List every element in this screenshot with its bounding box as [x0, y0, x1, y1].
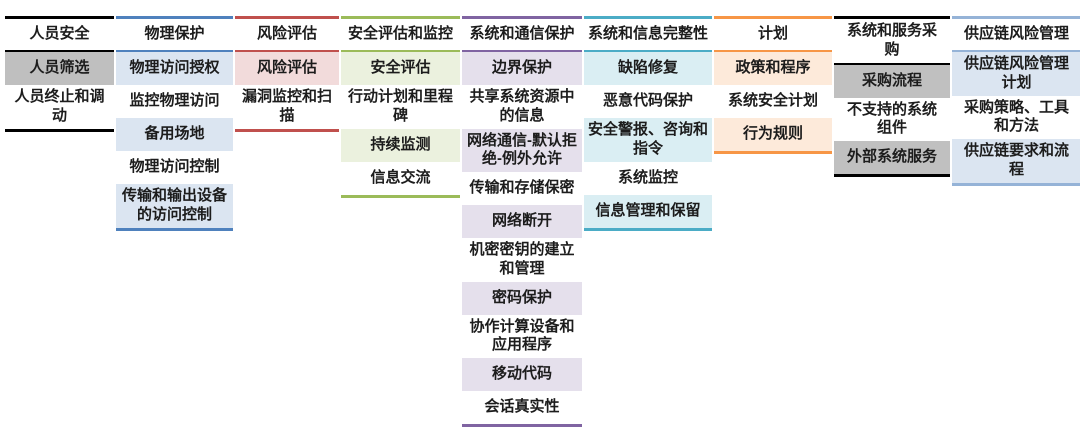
- control-item: 外部系统服务: [834, 141, 950, 174]
- column-top-accent-bar: [116, 16, 233, 19]
- family-header: 系统和服务采购: [846, 22, 937, 58]
- control-item: 采购流程: [834, 64, 950, 98]
- control-item: 行为规则: [714, 118, 832, 151]
- family-header: 安全评估和监控: [347, 25, 453, 43]
- family-column-system-and-services-acquisition: 系统和服务采购采购流程不支持的系统组件外部系统服务: [834, 16, 950, 177]
- control-item: 恶意代码保护: [584, 85, 712, 118]
- header-separator-bar: [235, 50, 339, 52]
- control-item: 传输和输出设备的访问控制: [116, 184, 233, 228]
- control-item: 不支持的系统组件: [834, 97, 950, 141]
- control-item: 人员筛选: [5, 52, 114, 85]
- family-header: 风险评估: [256, 25, 317, 43]
- column-top-accent-bar: [584, 16, 712, 19]
- control-item: 安全评估: [341, 52, 460, 85]
- control-item: 政策和程序: [714, 52, 832, 85]
- family-column-planning: 计划政策和程序系统安全计划行为规则: [714, 16, 832, 154]
- column-top-accent-bar: [235, 16, 339, 19]
- column-top-accent-bar: [462, 16, 582, 19]
- family-header: 人员安全: [29, 25, 90, 43]
- control-item: 持续监测: [341, 128, 460, 162]
- control-item: 网络断开: [462, 205, 582, 238]
- family-header: 系统和信息完整性: [587, 25, 708, 43]
- control-item: 网络通信-默认拒绝-例外允许: [462, 128, 582, 172]
- control-item: 物理访问授权: [116, 52, 233, 85]
- header-separator-bar: [834, 62, 950, 65]
- column-bottom-accent-bar: [235, 128, 339, 132]
- control-item: 密码保护: [462, 281, 582, 315]
- family-header: 计划: [757, 25, 788, 43]
- control-item: 会话真实性: [462, 391, 582, 424]
- control-item: 风险评估: [235, 52, 339, 85]
- control-item: 传输和存储保密: [462, 172, 582, 205]
- control-item: 安全警报、咨询和指令: [584, 118, 712, 162]
- header-separator-bar: [952, 50, 1080, 52]
- header-separator-bar: [462, 50, 582, 52]
- column-bottom-accent-bar: [714, 151, 832, 154]
- header-separator-bar: [341, 50, 460, 52]
- control-item: 备用场地: [116, 118, 233, 151]
- control-item: 信息管理和保留: [584, 194, 712, 228]
- family-header: 系统和通信保护: [469, 25, 575, 43]
- family-header: 供应链风险管理: [963, 25, 1069, 43]
- column-top-accent-bar: [341, 16, 460, 19]
- family-column-physical-protection: 物理保护物理访问授权监控物理访问备用场地物理访问控制传输和输出设备的访问控制: [116, 16, 233, 231]
- control-item: 系统监控: [584, 161, 712, 195]
- header-separator-bar: [116, 50, 233, 52]
- control-item: 共享系统资源中的信息: [462, 85, 582, 129]
- control-item: 供应链风险管理计划: [952, 52, 1080, 96]
- family-column-system-and-information-integrity: 系统和信息完整性缺陷修复恶意代码保护安全警报、咨询和指令系统监控信息管理和保留: [584, 16, 712, 231]
- control-item: 协作计算设备和应用程序: [462, 314, 582, 358]
- column-top-accent-bar: [5, 16, 114, 19]
- control-item: 边界保护: [462, 52, 582, 85]
- family-column-personnel-security: 人员安全人员筛选人员终止和调动: [5, 16, 114, 132]
- control-item: 人员终止和调动: [5, 85, 114, 129]
- control-item: 行动计划和里程碑: [341, 85, 460, 129]
- family-column-risk-assessment: 风险评估风险评估漏洞监控和扫描: [235, 16, 339, 132]
- header-separator-bar: [5, 50, 114, 52]
- control-item: 缺陷修复: [584, 52, 712, 85]
- column-top-accent-bar: [952, 16, 1080, 19]
- column-bottom-accent-bar: [952, 182, 1080, 186]
- family-column-security-assessment-and-monitoring: 安全评估和监控安全评估行动计划和里程碑持续监测信息交流: [341, 16, 460, 198]
- control-item: 监控物理访问: [116, 85, 233, 118]
- family-column-system-and-communications-protection: 系统和通信保护边界保护共享系统资源中的信息网络通信-默认拒绝-例外允许传输和存储…: [462, 16, 582, 427]
- control-item: 系统安全计划: [714, 85, 832, 118]
- header-separator-bar: [714, 50, 832, 52]
- family-column-supply-chain-risk-management: 供应链风险管理供应链风险管理计划采购策略、工具和方法供应链要求和流程: [952, 16, 1080, 186]
- column-bottom-accent-bar: [341, 194, 460, 198]
- family-header: 物理保护: [144, 25, 205, 43]
- column-bottom-accent-bar: [584, 227, 712, 231]
- control-item: 移动代码: [462, 358, 582, 391]
- control-item: 物理访问控制: [116, 151, 233, 184]
- control-item: 信息交流: [341, 161, 460, 195]
- column-bottom-accent-bar: [116, 227, 233, 231]
- column-bottom-accent-bar: [462, 424, 582, 427]
- control-item: 机密密钥的建立和管理: [462, 238, 582, 282]
- column-top-accent-bar: [714, 16, 832, 19]
- control-item: 供应链要求和流程: [952, 139, 1080, 183]
- control-item: 采购策略、工具和方法: [952, 95, 1080, 139]
- column-top-accent-bar: [834, 16, 950, 19]
- control-item: 漏洞监控和扫描: [235, 85, 339, 129]
- column-bottom-accent-bar: [834, 174, 950, 177]
- column-bottom-accent-bar: [5, 128, 114, 132]
- header-separator-bar: [584, 50, 712, 52]
